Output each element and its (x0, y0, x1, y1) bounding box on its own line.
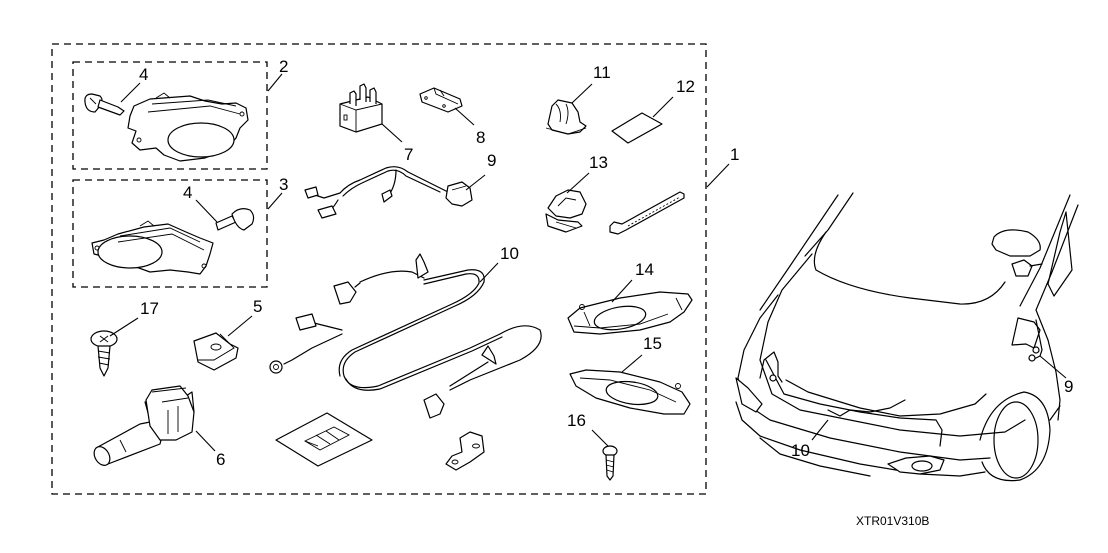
screw-17[interactable] (90, 330, 118, 377)
u-nut[interactable] (193, 332, 239, 371)
car-callout-9: 9 (1064, 377, 1073, 396)
callout-1: 1 (730, 145, 739, 164)
bracket[interactable] (445, 431, 485, 471)
fog-light-right[interactable] (91, 220, 214, 275)
callout-5: 5 (253, 297, 262, 316)
clip[interactable] (545, 99, 587, 135)
bulb-3[interactable] (215, 208, 255, 231)
callout-15: 15 (643, 334, 662, 353)
kit-boundary (51, 43, 707, 495)
callout-3: 3 (279, 175, 288, 194)
main-harness[interactable] (269, 253, 542, 419)
callout-4a: 4 (139, 65, 148, 84)
clamp[interactable] (545, 189, 587, 233)
callout-9: 9 (487, 151, 496, 170)
callout-2: 2 (279, 57, 288, 76)
callout-7: 7 (404, 145, 413, 164)
garnish-left[interactable] (569, 369, 691, 415)
callout-14: 14 (635, 260, 654, 279)
callout-16: 16 (567, 411, 586, 430)
instruction-label[interactable] (275, 412, 373, 467)
fog-light-right-box (72, 179, 268, 288)
cable-tie[interactable] (609, 191, 685, 235)
bulb-2[interactable] (84, 93, 125, 116)
switch[interactable] (91, 385, 195, 468)
callout-4b: 4 (183, 183, 192, 202)
sub-harness[interactable] (304, 166, 473, 219)
fuse[interactable] (419, 87, 463, 113)
car-callout-10: 10 (791, 441, 810, 460)
callout-12: 12 (676, 77, 695, 96)
pad[interactable] (611, 112, 663, 144)
callout-17: 17 (140, 299, 159, 318)
relay[interactable] (339, 83, 383, 133)
fog-light-left-box (72, 61, 268, 170)
screw-16[interactable] (602, 445, 618, 481)
vehicle-installation-view (735, 192, 1079, 482)
drawing-code: XTR01V310B (856, 514, 929, 528)
callout-11: 11 (593, 63, 611, 82)
callout-8: 8 (476, 128, 485, 147)
garnish-right[interactable] (567, 291, 693, 335)
callout-10: 10 (500, 244, 519, 263)
callout-13: 13 (589, 153, 608, 172)
fog-light-left[interactable] (127, 92, 249, 162)
callout-6: 6 (216, 450, 225, 469)
